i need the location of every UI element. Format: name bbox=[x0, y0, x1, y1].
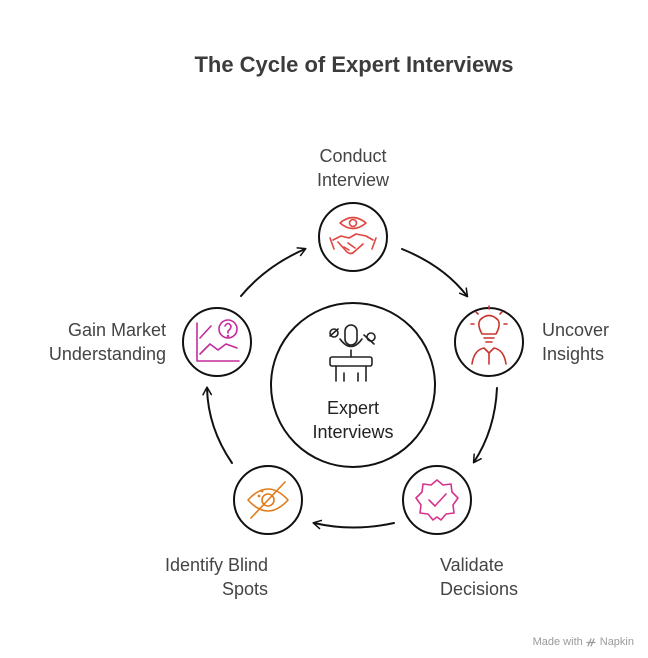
made-with-credit: Made with Napkin bbox=[533, 636, 634, 648]
step-node-validate-decisions bbox=[402, 465, 472, 535]
microphone-podium-icon bbox=[329, 324, 376, 382]
diagram-title: The Cycle of Expert Interviews bbox=[194, 52, 514, 77]
arrow-market-to-conduct bbox=[240, 247, 307, 297]
eye-slash-icon bbox=[247, 481, 289, 519]
chart-question-icon bbox=[196, 319, 240, 362]
step-node-conduct-interview bbox=[318, 202, 388, 272]
credit-prefix: Made with bbox=[532, 636, 583, 648]
arrow-blindspots-to-market bbox=[202, 386, 233, 464]
napkin-logo-icon bbox=[586, 637, 596, 647]
lightbulb-person-icon bbox=[470, 305, 508, 365]
center-node bbox=[270, 302, 436, 468]
step-node-gain-market-understanding bbox=[182, 307, 252, 377]
credit-brand: Napkin bbox=[599, 636, 634, 648]
arrow-conduct-to-uncover bbox=[401, 248, 469, 298]
arrow-validate-to-blindspots bbox=[312, 519, 395, 530]
arrow-uncover-to-validate bbox=[472, 387, 498, 464]
eye-handshake-icon bbox=[329, 216, 377, 255]
badge-check-icon bbox=[415, 479, 459, 521]
